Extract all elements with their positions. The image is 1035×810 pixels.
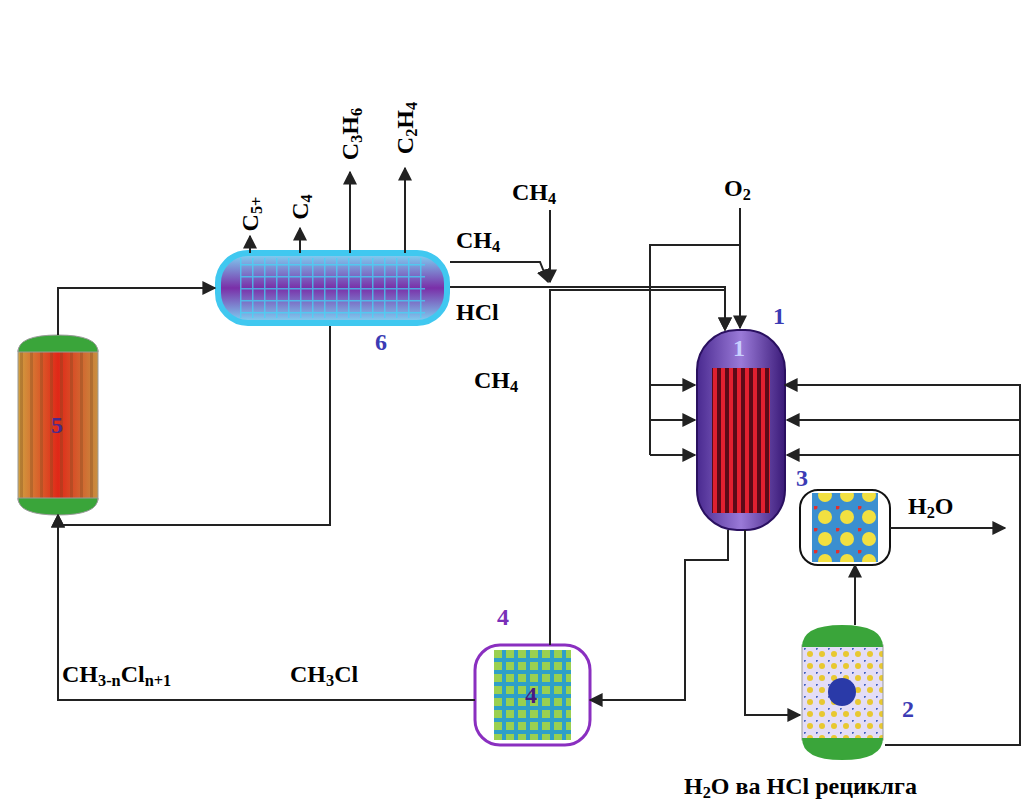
vessel: 6 bbox=[215, 250, 450, 326]
flow-line bbox=[590, 530, 728, 700]
callout-number: 4 bbox=[525, 683, 537, 707]
subscript: 2 bbox=[927, 503, 935, 522]
vessel: 2 bbox=[800, 625, 885, 760]
vessel: 44 bbox=[475, 645, 590, 745]
stream-label: CH3Cl bbox=[290, 662, 358, 686]
subscript: 3 bbox=[347, 135, 366, 143]
vessel: 5 bbox=[15, 335, 101, 515]
callout-number: 1 bbox=[773, 304, 785, 328]
flow-line bbox=[785, 385, 1020, 745]
subscript: 5+ bbox=[247, 197, 266, 214]
flow-line bbox=[450, 287, 725, 330]
subscript: 4 bbox=[510, 377, 518, 396]
stream-label: C5+ bbox=[238, 197, 262, 232]
callout-number: 2 bbox=[902, 697, 914, 721]
flow-line bbox=[854, 565, 856, 625]
stream-label: HCl bbox=[456, 300, 499, 324]
subscript: 4 bbox=[402, 102, 421, 110]
stream-label: CH4 bbox=[474, 368, 518, 392]
callout-number: 1 bbox=[733, 336, 745, 360]
flow-line bbox=[58, 326, 330, 525]
callout-number: 5 bbox=[51, 413, 63, 437]
vessel: 11 bbox=[695, 330, 785, 530]
stream-label: H2O ва HCl рециклга bbox=[684, 774, 917, 798]
stream-label: C3H6 bbox=[338, 108, 362, 160]
subscript: 3 bbox=[326, 671, 334, 690]
vessel: 3 bbox=[800, 490, 890, 565]
stream-label: CH3-nCln+1 bbox=[62, 662, 171, 686]
subscript: 4 bbox=[548, 189, 556, 208]
callout-number: 4 bbox=[497, 605, 509, 629]
subscript: 3-n bbox=[98, 671, 121, 690]
subscript: n+1 bbox=[145, 671, 172, 690]
stream-label: C2H4 bbox=[393, 102, 417, 154]
flow-line bbox=[745, 530, 800, 715]
subscript: 4 bbox=[492, 237, 500, 256]
flow-line bbox=[58, 515, 475, 700]
subscript: 2 bbox=[402, 129, 421, 137]
subscript: 4 bbox=[297, 194, 316, 202]
flow-line bbox=[58, 288, 215, 335]
stream-label: O2 bbox=[724, 176, 751, 200]
subscript: 2 bbox=[743, 185, 751, 204]
stream-label: H2O bbox=[908, 494, 954, 518]
stream-label: CH4 bbox=[456, 228, 500, 252]
stream-label: CH4 bbox=[512, 180, 556, 204]
callout-number: 3 bbox=[796, 466, 808, 490]
subscript: 6 bbox=[347, 108, 366, 116]
subscript: 2 bbox=[703, 783, 711, 802]
stream-label: C4 bbox=[288, 194, 312, 220]
flow-line bbox=[550, 290, 725, 645]
callout-number: 6 bbox=[375, 330, 387, 354]
